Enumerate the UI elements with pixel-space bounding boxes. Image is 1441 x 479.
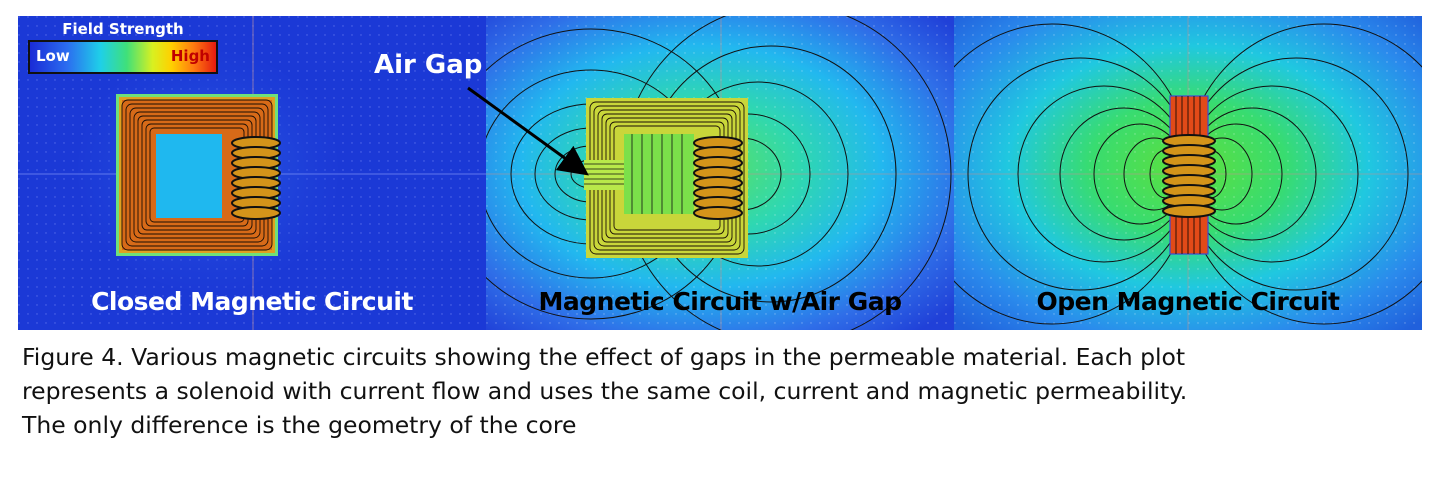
legend-color-bar: Low High: [28, 40, 218, 74]
open-circuit-plot: [954, 16, 1422, 330]
legend-low-label: Low: [36, 47, 70, 65]
figure-caption: Figure 4. Various magnetic circuits show…: [22, 340, 1422, 442]
closed-circuit-plot: [18, 16, 486, 330]
caption-line: Figure 4. Various magnetic circuits show…: [22, 343, 1186, 371]
caption-line: The only difference is the geometry of t…: [22, 411, 577, 439]
panel-closed-circuit: Field Strength Low High Closed Magnetic …: [18, 16, 486, 330]
caption-line: represents a solenoid with current flow …: [22, 377, 1188, 405]
legend-title: Field Strength: [62, 20, 184, 38]
panel-title-closed: Closed Magnetic Circuit: [91, 287, 413, 316]
legend-high-label: High: [170, 47, 210, 65]
panel-title-air-gap: Magnetic Circuit w/Air Gap: [538, 287, 903, 316]
panel-open-circuit: Open Magnetic Circuit: [954, 16, 1422, 330]
panel-air-gap-circuit: Magnetic Circuit w/Air Gap: [486, 16, 954, 330]
air-gap-circuit-plot: [486, 16, 954, 330]
air-gap-label: Air Gap: [374, 50, 483, 80]
figure: Field Strength Low High Closed Magnetic …: [18, 16, 1422, 330]
panel-title-open: Open Magnetic Circuit: [1036, 287, 1340, 316]
field-strength-legend: Field Strength Low High: [28, 20, 218, 74]
